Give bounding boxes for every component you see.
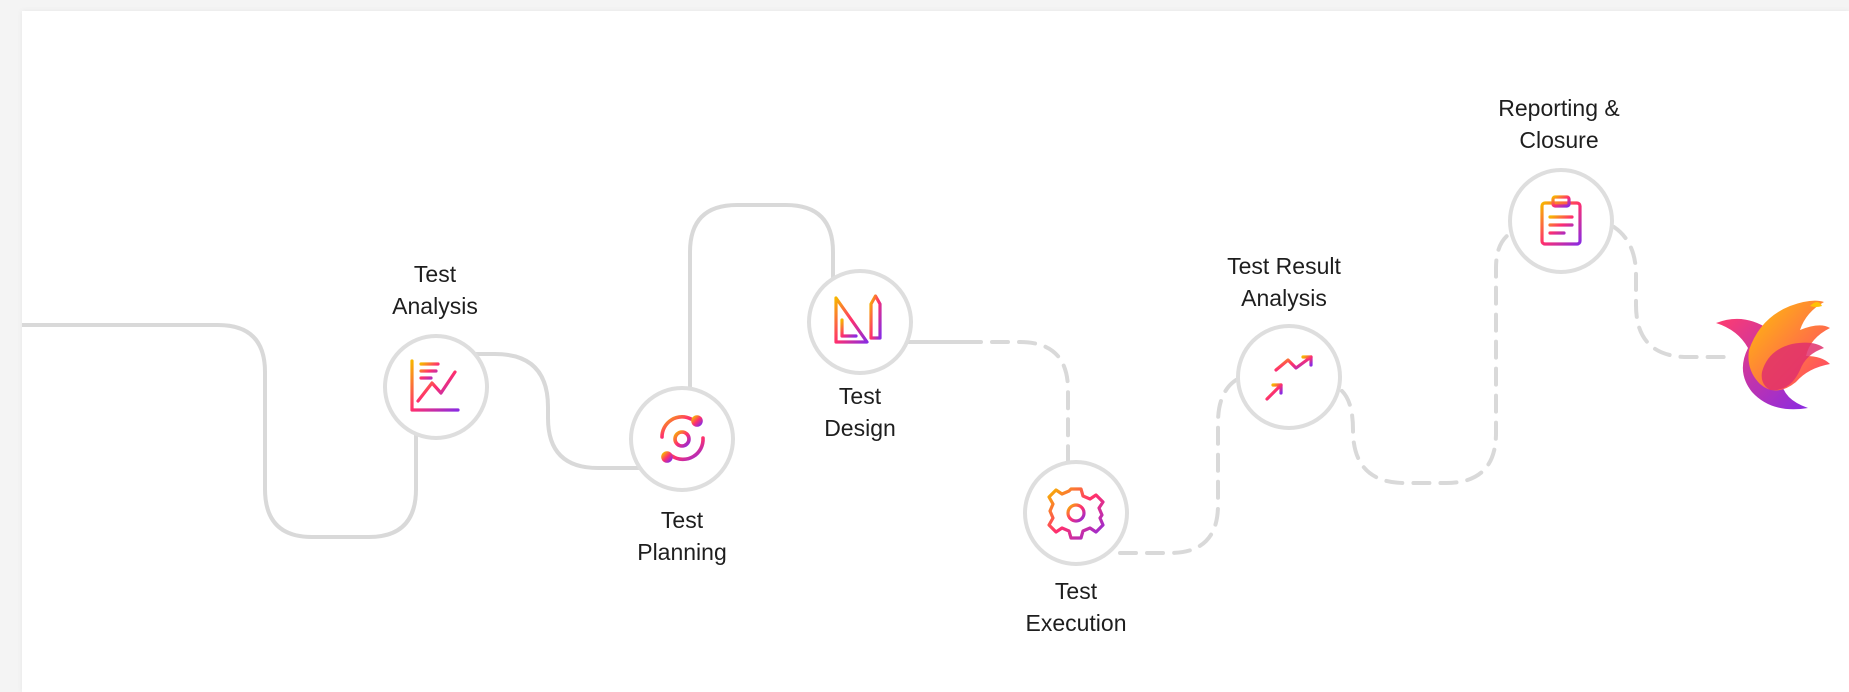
path-start-to-analysis: [22, 323, 418, 539]
label-test-design: Test Design: [824, 383, 896, 441]
node-reporting-closure: [1508, 168, 1614, 274]
path-execution-to-result: [1118, 378, 1238, 555]
clipboard-icon: [1540, 195, 1582, 246]
path-planning-to-design: [688, 203, 835, 398]
solid-path: [22, 203, 967, 539]
label-test-planning: Test Planning: [637, 507, 727, 565]
path-design-to-execution: [963, 340, 1070, 464]
label-test-result-analysis: Test Result Analysis: [1227, 253, 1341, 311]
gear-icon: [1047, 487, 1105, 540]
label-test-execution: Test Execution: [1025, 578, 1127, 636]
node-test-design: [807, 269, 913, 375]
label-reporting-closure: Reporting & Closure: [1498, 95, 1620, 153]
diagram-card: Test Analysis Test Planning Test Design …: [22, 11, 1849, 692]
ruler-pencil-icon: [830, 294, 886, 347]
path-analysis-to-planning: [468, 352, 650, 470]
node-test-result-analysis: [1236, 324, 1342, 430]
path-result-to-reporting: [1340, 233, 1510, 485]
label-test-analysis: Test Analysis: [392, 261, 478, 319]
node-test-analysis: [383, 334, 489, 440]
node-test-planning: [629, 386, 735, 492]
hummingbird-logo: [1716, 300, 1830, 410]
trend-arrows-icon: [1264, 351, 1315, 401]
line-chart-icon: [410, 359, 460, 412]
path-reporting-to-logo: [1612, 225, 1727, 359]
dashed-path: [963, 225, 1727, 555]
target-cycle-icon: [660, 415, 705, 463]
node-test-execution: [1023, 460, 1129, 566]
workflow-diagram: [22, 168, 1830, 566]
